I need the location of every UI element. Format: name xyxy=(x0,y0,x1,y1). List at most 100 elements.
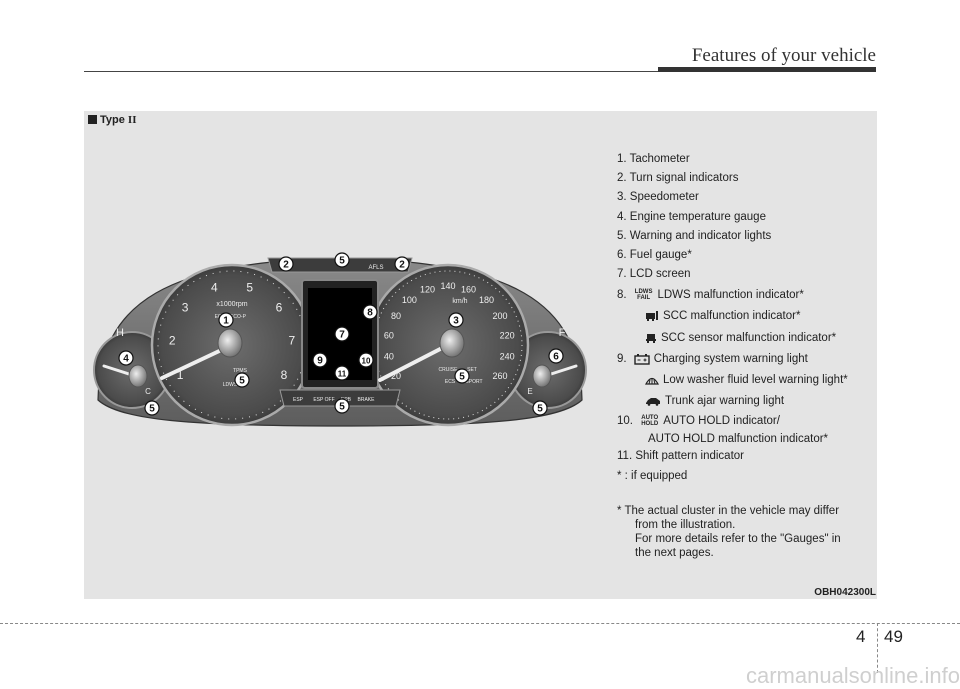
callout-marker xyxy=(548,348,564,364)
callout-number: 11 xyxy=(338,370,347,379)
temp-cold-label: C xyxy=(145,387,151,396)
callout-marker xyxy=(278,256,294,272)
callout-number: 5 xyxy=(239,376,245,387)
type-label: Type II xyxy=(88,114,136,126)
callout-number: 2 xyxy=(283,260,289,271)
afls-indicator: AFLS xyxy=(368,265,383,271)
cruise-indicator: CRUISE xyxy=(439,367,459,373)
legend-item-9-sub: Low washer fluid level warning light* xyxy=(617,370,872,391)
scc-malfunction-icon xyxy=(646,311,658,322)
callout-marker xyxy=(358,352,374,368)
legend-item-11: 11. Shift pattern indicator xyxy=(617,450,744,463)
callout-number: 10 xyxy=(362,357,371,366)
temp-hot-label: H xyxy=(116,327,124,339)
callout-number: 6 xyxy=(553,352,559,363)
square-bullet-icon xyxy=(88,115,97,124)
callout-marker xyxy=(334,398,350,414)
set-indicator: SET xyxy=(467,367,477,373)
tpms-indicator: TPMS xyxy=(233,368,248,374)
callout-number: 9 xyxy=(317,356,323,367)
callout-number: 3 xyxy=(453,316,459,327)
callout-marker xyxy=(334,326,350,342)
speedometer-tick-label: 240 xyxy=(500,351,515,361)
eco-p-indicator: ECO-P xyxy=(230,314,247,320)
speedometer-tick-label: 120 xyxy=(420,285,435,295)
callout-marker xyxy=(532,400,548,416)
tachometer-unit: x1000rpm xyxy=(216,301,247,308)
speedometer-unit: km/h xyxy=(452,298,467,305)
washer-fluid-icon xyxy=(645,377,659,385)
callout-marker xyxy=(362,304,378,320)
tachometer-tick-label: 5 xyxy=(246,281,253,295)
scc-sensor-icon xyxy=(646,334,656,344)
tachometer-tick-label: 6 xyxy=(276,301,283,315)
bottom-bar-indicator: BRAKE xyxy=(358,397,376,403)
speedometer-tick-label: 20 xyxy=(391,371,401,381)
figure-code: OBH042300L xyxy=(814,587,876,598)
speedometer-tick-label: 260 xyxy=(492,371,507,381)
legend-item-8-sub: SCC malfunction indicator* xyxy=(617,306,872,327)
speedometer-tick-label: 100 xyxy=(402,295,417,305)
header-rule-accent xyxy=(658,67,876,72)
legend-item: 7. LCD screen xyxy=(617,268,691,281)
legend: 1. Tachometer 2. Turn signal indicators … xyxy=(617,150,872,486)
callout-number: 5 xyxy=(459,372,465,383)
legend-item: 4. Engine temperature gauge xyxy=(617,210,766,223)
callout-number: 5 xyxy=(537,404,543,415)
legend-item-9: 9. Charging system warning light xyxy=(617,353,808,366)
callout-marker xyxy=(454,368,470,384)
callout-number: 5 xyxy=(339,256,345,267)
speedometer-tick-label: 60 xyxy=(384,331,394,341)
page-header-title: Features of your vehicle xyxy=(691,45,876,66)
page-number: 49 xyxy=(884,627,903,646)
tachometer-tick-label: 3 xyxy=(182,301,189,315)
battery-icon xyxy=(634,353,650,365)
legend-item: 5. Warning and indicator lights xyxy=(617,229,772,242)
tachometer-tick-label: 7 xyxy=(288,334,295,348)
tachometer-tick-label: 8 xyxy=(281,368,288,382)
speedometer-tick-label: 80 xyxy=(391,311,401,321)
speedometer-tick-label: 200 xyxy=(492,311,507,321)
tachometer-tick-label: 4 xyxy=(211,281,218,295)
callout-marker xyxy=(144,400,160,416)
cluster-note: * The actual cluster in the vehicle may … xyxy=(617,505,841,559)
trunk-ajar-icon xyxy=(646,398,660,407)
callout-marker xyxy=(218,312,234,328)
speedometer-tick-label: 180 xyxy=(479,295,494,305)
callout-number: 8 xyxy=(367,308,373,319)
bottom-bar-indicator: ESP xyxy=(293,397,304,403)
header-rule xyxy=(84,71,876,72)
callout-number: 2 xyxy=(399,260,405,271)
legend-item: 3. Speedometer xyxy=(617,191,699,204)
speedometer-tick-label: 220 xyxy=(500,331,515,341)
tachometer-tick-label: 2 xyxy=(169,334,176,348)
bottom-bar-indicator: ESP OFF xyxy=(313,397,334,403)
legend-footnote: * : if equipped xyxy=(617,469,688,482)
chapter-number: 4 xyxy=(856,627,866,646)
speedometer-tick-label: 160 xyxy=(461,285,476,295)
fuel-full-label: F xyxy=(559,327,566,339)
callout-number: 1 xyxy=(223,316,229,327)
footer-divider xyxy=(877,623,878,673)
ecs-indicator: ECS xyxy=(445,379,456,385)
callout-number: 5 xyxy=(149,404,155,415)
callout-marker xyxy=(394,256,410,272)
watermark: carmanualsonline.info xyxy=(745,663,960,688)
sport-indicator: SPORT xyxy=(465,379,482,385)
callout-marker xyxy=(234,372,250,388)
callout-marker xyxy=(448,312,464,328)
legend-item-8-sub: SCC sensor malfunction indicator* xyxy=(617,327,872,349)
legend-item: 1. Tachometer xyxy=(617,153,690,165)
speedometer-tick-label: 140 xyxy=(440,281,455,291)
speedometer-tick-label: 40 xyxy=(384,351,394,361)
callout-number: 4 xyxy=(123,354,129,365)
callout-number: 7 xyxy=(339,330,345,341)
callout-number: 5 xyxy=(339,402,345,413)
instrument-cluster-illustration: 12345678x1000rpmECOECO-PTPMSLDWS20406080… xyxy=(93,252,587,427)
fuel-empty-label: E xyxy=(527,387,532,396)
footer-rule xyxy=(0,623,960,624)
